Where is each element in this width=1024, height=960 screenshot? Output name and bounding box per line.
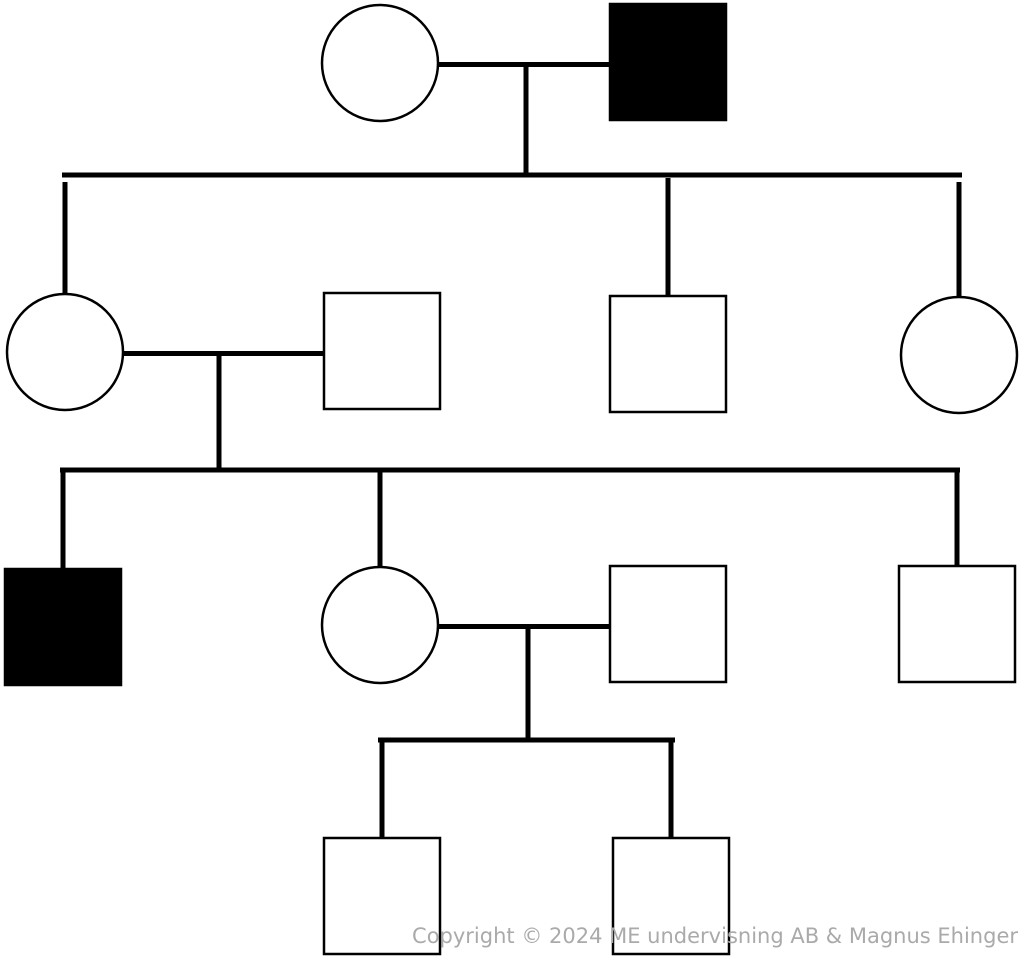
pedigree-lines xyxy=(60,62,962,838)
unaffected-female-III-2 xyxy=(320,565,440,685)
unaffected-male-IV-2 xyxy=(611,836,731,956)
unaffected-male-III-4 xyxy=(897,564,1017,684)
unaffected-male-II-2 xyxy=(322,291,442,411)
unaffected-female-II-1 xyxy=(5,292,125,412)
unaffected-female-I-1 xyxy=(320,3,440,123)
unaffected-male-IV-1 xyxy=(322,836,442,956)
copyright-text: Copyright © 2024 ME undervisning AB & Ma… xyxy=(412,924,1018,948)
pedigree-symbols xyxy=(3,2,1019,956)
affected-male-I-2 xyxy=(608,2,728,122)
unaffected-male-III-3 xyxy=(608,564,728,684)
unaffected-female-II-4 xyxy=(899,295,1019,415)
unaffected-male-II-3 xyxy=(608,294,728,414)
affected-male-III-1 xyxy=(3,567,123,687)
